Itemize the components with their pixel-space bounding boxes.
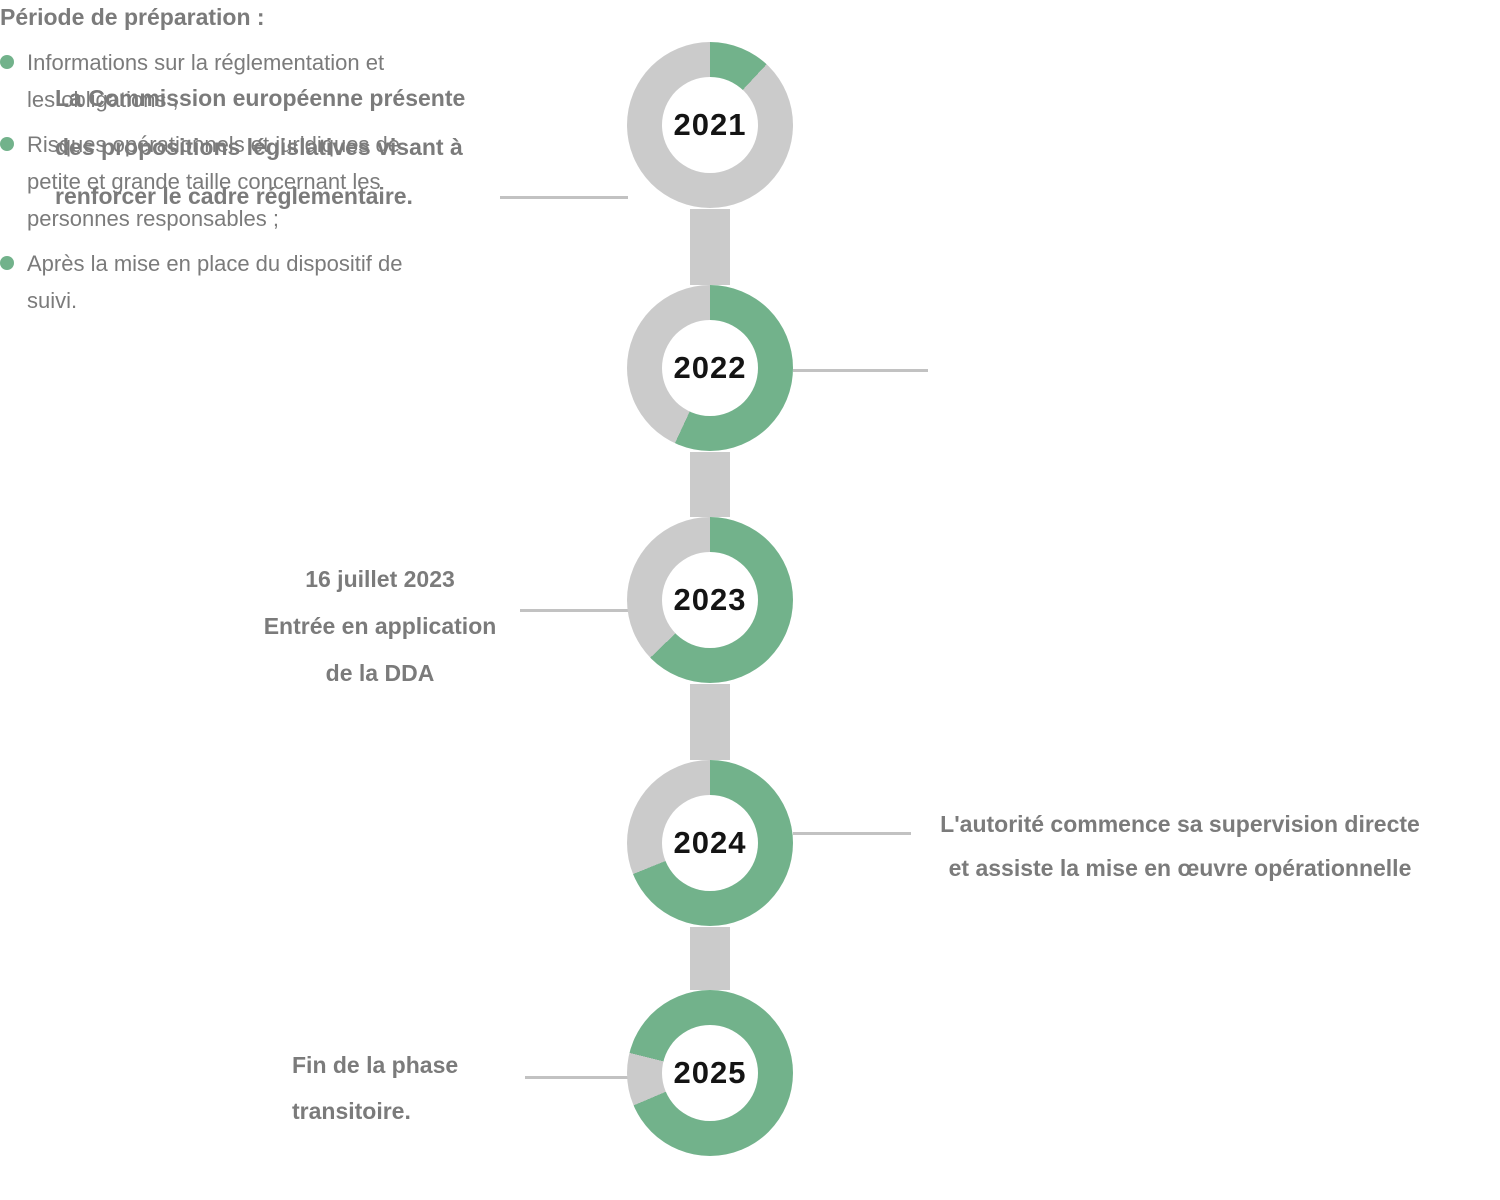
donut-chart-2024: 2024 — [627, 760, 793, 926]
text-line: Après la mise en place du dispositif de — [27, 251, 403, 276]
preparation-period-heading: Période de préparation : — [0, 4, 265, 30]
year-label: 2024 — [673, 825, 747, 860]
donut-hole — [662, 552, 758, 648]
donut-hole — [662, 1025, 758, 1121]
milestone-2-text: Période de préparation : Informations su… — [0, 0, 525, 319]
connector-spine-segment — [690, 209, 730, 285]
year-label: 2025 — [673, 1055, 747, 1090]
date-label: 16 juillet 2023 — [305, 566, 455, 592]
year-label: 2022 — [673, 350, 747, 385]
donut-chart-2025: 2025 — [627, 990, 793, 1156]
connector-spine-segment — [690, 684, 730, 760]
donut-hole — [662, 77, 758, 173]
donut-hole — [662, 320, 758, 416]
text-line: Entrée en application — [263, 613, 497, 639]
leader-line-milestone-4 — [793, 832, 911, 835]
text-line: personnes responsables ; — [27, 206, 279, 231]
milestone-5-text: Fin de la phase transitoire. — [292, 1042, 592, 1134]
bullet-dot-icon — [0, 137, 14, 151]
bullet-item: Informations sur la réglementation et le… — [0, 44, 525, 118]
bullet-dot-icon — [0, 256, 14, 270]
connector-spine-segment — [690, 452, 730, 517]
text-line: petite et grande taille concernant les — [27, 169, 381, 194]
donut-chart-2022: 2022 — [627, 285, 793, 451]
donut-hole — [662, 795, 758, 891]
bullet-item: Risques opérationnels et juridiques de p… — [0, 126, 525, 237]
text-line: les obligations ; — [27, 87, 179, 112]
text-line: L'autorité commence sa supervision direc… — [940, 811, 1420, 837]
leader-line-milestone-1 — [500, 196, 628, 199]
leader-line-milestone-2 — [793, 369, 928, 372]
bullet-dot-icon — [0, 55, 14, 69]
connector-spine-segment — [690, 927, 730, 990]
text-line: des propositions législatives visant à — [55, 134, 463, 160]
text-line: Informations sur la réglementation et — [27, 50, 385, 75]
text-line: Risques opérationnels et juridiques de — [27, 132, 401, 157]
text-line: de la DDA — [325, 660, 435, 686]
text-line: renforcer le cadre réglementaire. — [55, 183, 413, 209]
text-line: transitoire. — [292, 1098, 411, 1124]
leader-line-milestone-3 — [520, 609, 628, 612]
year-label: 2023 — [673, 582, 747, 617]
donut-chart-2021: 2021 — [627, 42, 793, 208]
milestone-4-text: L'autorité commence sa supervision direc… — [910, 802, 1450, 890]
year-label: 2021 — [673, 107, 747, 142]
text-line: La Commission européenne présente — [55, 85, 466, 111]
text-line: suivi. — [27, 288, 78, 313]
bullet-item: Après la mise en place du dispositif de … — [0, 245, 525, 319]
donut-chart-2023: 2023 — [627, 517, 793, 683]
milestone-1-text: La Commission européenne présente des pr… — [55, 74, 545, 221]
text-line: Fin de la phase — [292, 1052, 459, 1078]
leader-line-milestone-5 — [525, 1076, 628, 1079]
text-line: et assiste la mise en œuvre opérationnel… — [948, 855, 1412, 881]
milestone-3-text: 16 juillet 2023 Entrée en application de… — [220, 556, 540, 697]
